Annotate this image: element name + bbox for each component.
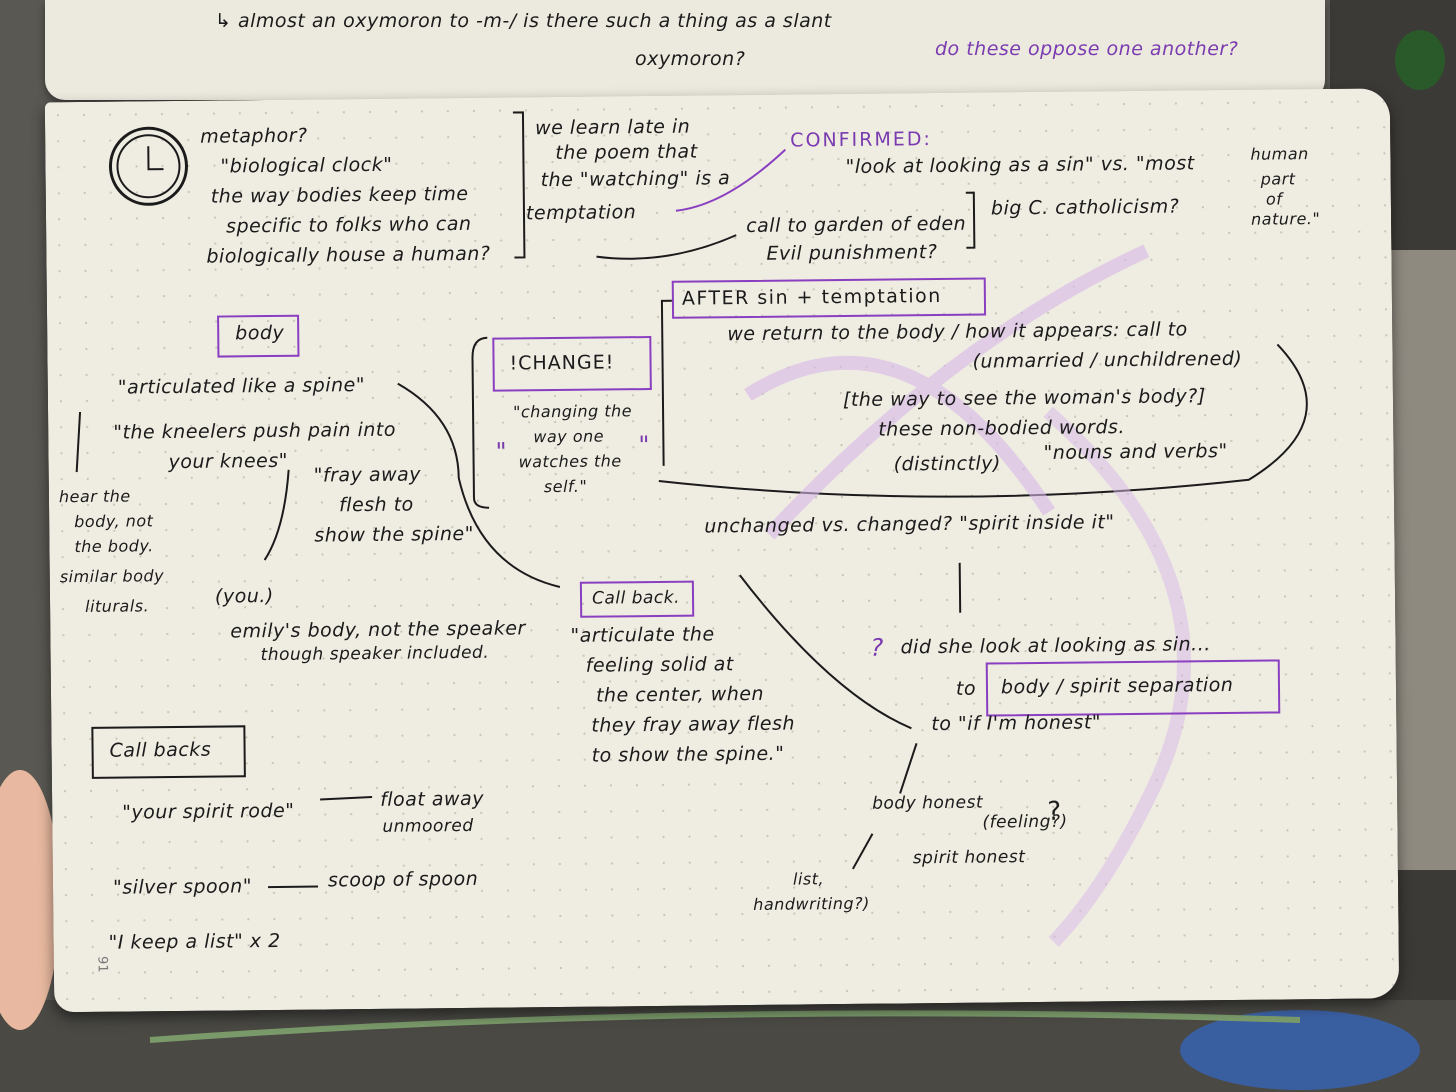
confirmed-quote-1: "look at looking as a sin" vs. "most — [845, 152, 1195, 178]
body-line-4: "fray away — [313, 463, 422, 487]
sin-line-2: to "if I'm honest" — [931, 711, 1102, 736]
confirmed-label: CONFIRMED: — [790, 128, 932, 152]
change-line-1: "changing the — [512, 401, 633, 422]
body-line-5: flesh to — [338, 493, 414, 517]
sin-line-3: body honest — [872, 792, 984, 814]
body-line-2: "the kneelers push pain into — [113, 418, 397, 444]
callbacks-heading: Call backs — [109, 738, 212, 762]
catholicism-note: big C. catholicism? — [990, 195, 1180, 220]
callbacks-line-1b: float away — [380, 787, 485, 811]
callbacks-line-3: "I keep a list" x 2 — [108, 929, 281, 954]
callbacks-line-1c: unmoored — [382, 815, 474, 837]
temptation-line-1: we learn late in — [534, 115, 691, 140]
body-line-13: emily's body, not the speaker — [230, 617, 526, 643]
change-quote-open: " — [495, 437, 508, 466]
sin-line-5: spirit honest — [912, 847, 1026, 869]
previous-page: ↳ almost an oxymoron to -m-/ is there su… — [45, 0, 1325, 100]
callbacks-line-1: "your spirit rode" — [122, 799, 295, 824]
body-line-9: the body. — [74, 536, 154, 557]
temptation-line-5: call to garden of eden — [746, 212, 967, 238]
callbacks-line-2: "silver spoon" — [112, 875, 253, 899]
callback-heading: Call back. — [591, 587, 681, 609]
after-line-7: unchanged vs. changed? "spirit inside it… — [704, 511, 1115, 538]
top-line-1: ↳ almost an oxymoron to -m-/ is there su… — [215, 10, 832, 32]
confirmed-quote-3: part — [1260, 169, 1296, 189]
top-purple-note: do these oppose one another? — [935, 38, 1239, 60]
callback-line-2: feeling solid at — [585, 653, 734, 677]
page-number: 91 — [94, 955, 110, 973]
after-line-4: these non-bodied words. — [878, 416, 1126, 441]
body-line-8: body, not — [74, 511, 154, 532]
callback-line-5: to show the spine." — [591, 742, 785, 767]
after-line-5: (distinctly) — [893, 452, 1002, 476]
body-line-11: liturals. — [84, 596, 150, 616]
body-line-12: (you.) — [214, 584, 274, 608]
callback-line-4: they fray away flesh — [591, 712, 796, 737]
temptation-line-2: the poem that — [555, 140, 698, 165]
after-heading: AFTER sin + temptation — [681, 284, 942, 310]
body-line-14: though speaker included. — [260, 642, 490, 666]
temptation-line-4: temptation — [525, 201, 637, 225]
confirmed-quote-2: human — [1250, 144, 1309, 164]
clock-line-2: "biological clock" — [220, 153, 393, 178]
notebook-page: metaphor? "biological clock" the way bod… — [44, 88, 1400, 1013]
change-line-4: self." — [543, 476, 588, 497]
body-line-3: your knees" — [168, 449, 289, 474]
sin-line-6: list, — [792, 869, 825, 889]
clock-line-1: metaphor? — [200, 124, 308, 148]
sin-question-mark: ? — [870, 633, 884, 662]
body-line-1: "articulated like a spine" — [117, 374, 366, 399]
callback-line-1: "articulate the — [570, 623, 715, 647]
sin-line-8: ? — [1047, 796, 1062, 827]
confirmed-quote-4: of — [1265, 189, 1283, 209]
after-line-2: (unmarried / unchildrened) — [972, 347, 1243, 373]
top-line-2: oxymoron? — [635, 48, 746, 70]
callback-line-3: the center, when — [595, 682, 765, 707]
after-line-3: [the way to see the woman's body?] — [842, 385, 1206, 412]
sin-line-7: handwriting?) — [753, 893, 870, 914]
sin-line-1: did she look at looking as sin... — [900, 633, 1211, 659]
callbacks-line-2b: scoop of spoon — [327, 867, 479, 892]
change-heading: !CHANGE! — [509, 351, 615, 375]
after-line-6: "nouns and verbs" — [1043, 439, 1228, 464]
body-line-6: show the spine" — [314, 522, 475, 547]
body-line-7: hear the — [58, 486, 131, 507]
clock-line-5: biologically house a human? — [206, 242, 491, 268]
ink-drawings — [75, 111, 1308, 947]
body-line-10: similar body — [59, 566, 165, 587]
temptation-line-3: the "watching" is a — [540, 167, 731, 192]
clock-line-4: specific to folks who can — [225, 212, 472, 238]
sin-to: to — [955, 677, 977, 700]
clock-line-3: the way bodies keep time — [210, 182, 469, 208]
confirmed-quote-5: nature." — [1250, 209, 1321, 229]
change-line-3: watches the — [518, 451, 622, 472]
body-heading: body — [235, 321, 285, 345]
change-line-2: way one — [533, 426, 605, 447]
separation-text: body / spirit separation — [1000, 673, 1234, 699]
change-quote-close: " — [638, 431, 651, 460]
temptation-line-6: Evil punishment? — [766, 241, 938, 265]
